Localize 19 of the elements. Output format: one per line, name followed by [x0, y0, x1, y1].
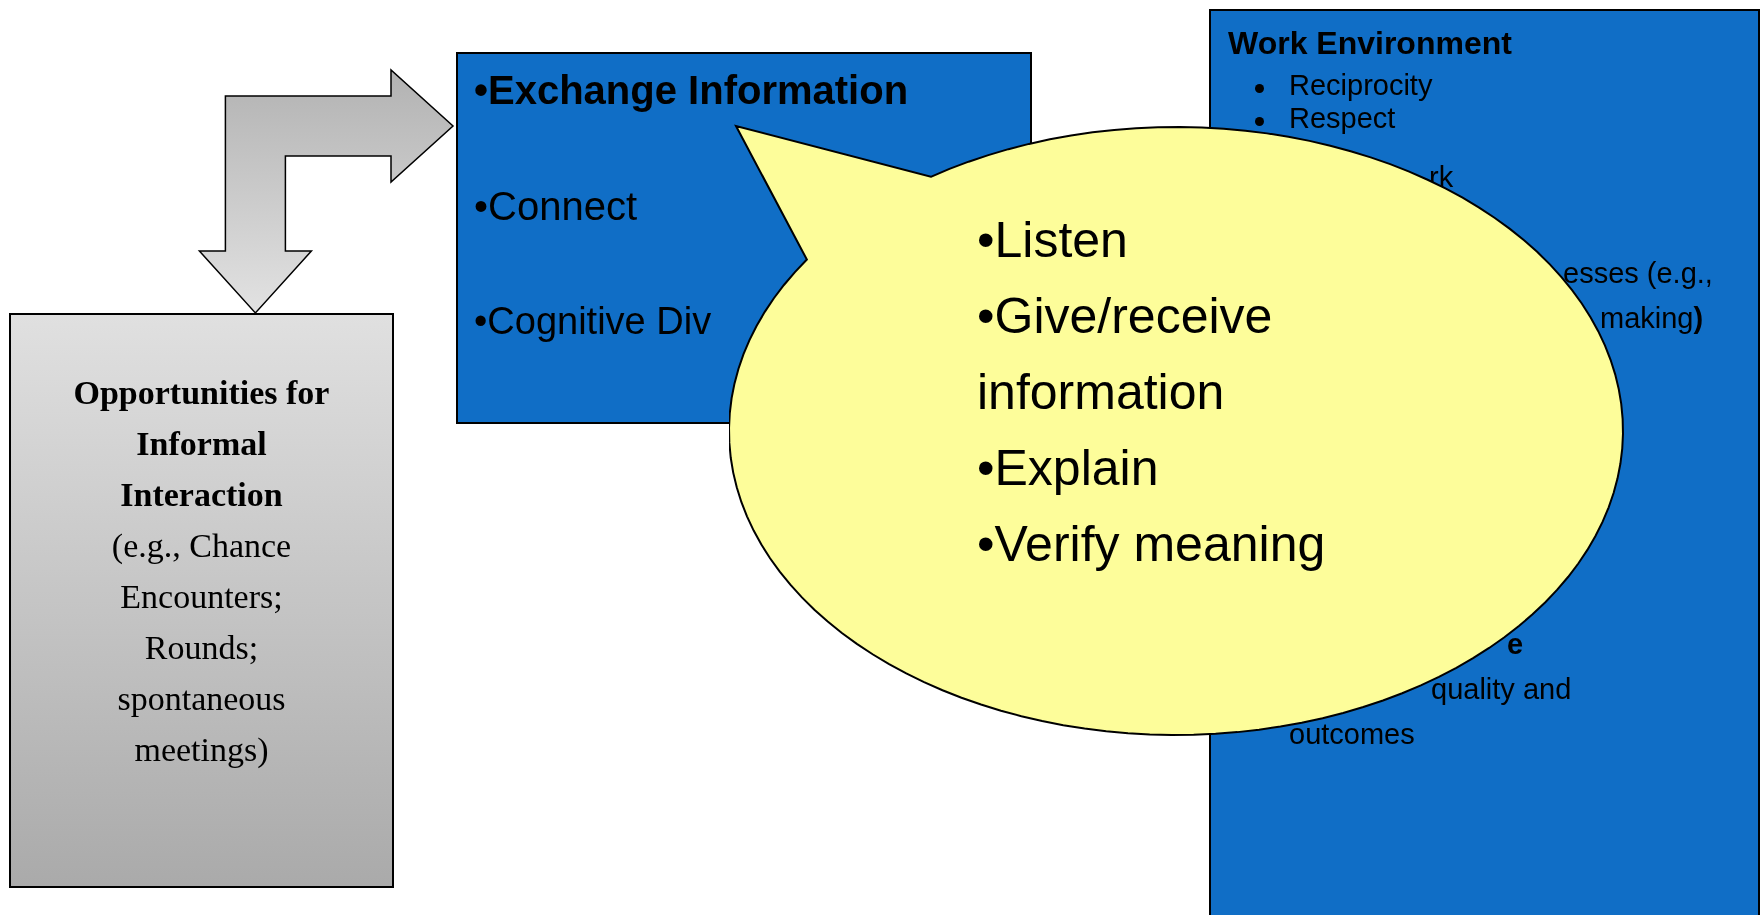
- bullet-item: •Verify meaning: [977, 515, 1326, 574]
- bullet-item: •Listen: [977, 211, 1128, 270]
- bullet-item: •Exchange Information: [474, 68, 909, 113]
- bullet-item: •Give/receive information: [977, 287, 1274, 422]
- bullet-item: •Cognitive Div: [474, 300, 712, 343]
- panel-heading: Work Environment: [1228, 25, 1512, 62]
- box-text: (e.g., Chance Encounters; Rounds; spontaneous meetings): [110, 525, 293, 770]
- list-text: esses (e.g.,: [1563, 257, 1713, 290]
- bullet-item: •Explain: [977, 439, 1159, 498]
- list-text: Respect: [1289, 102, 1396, 135]
- list-text: Reciprocity: [1289, 69, 1433, 102]
- bent-block-arrow: [197, 68, 455, 315]
- list-text: e: [1507, 628, 1524, 661]
- list-text: outcomes: [1289, 718, 1415, 751]
- list-text: making): [1600, 302, 1704, 335]
- box-heading: Opportunities for Informal Interaction: [72, 372, 331, 515]
- list-text: quality and: [1431, 673, 1572, 706]
- opportunities-box: [9, 313, 394, 888]
- bullet-item: •Connect: [474, 184, 637, 229]
